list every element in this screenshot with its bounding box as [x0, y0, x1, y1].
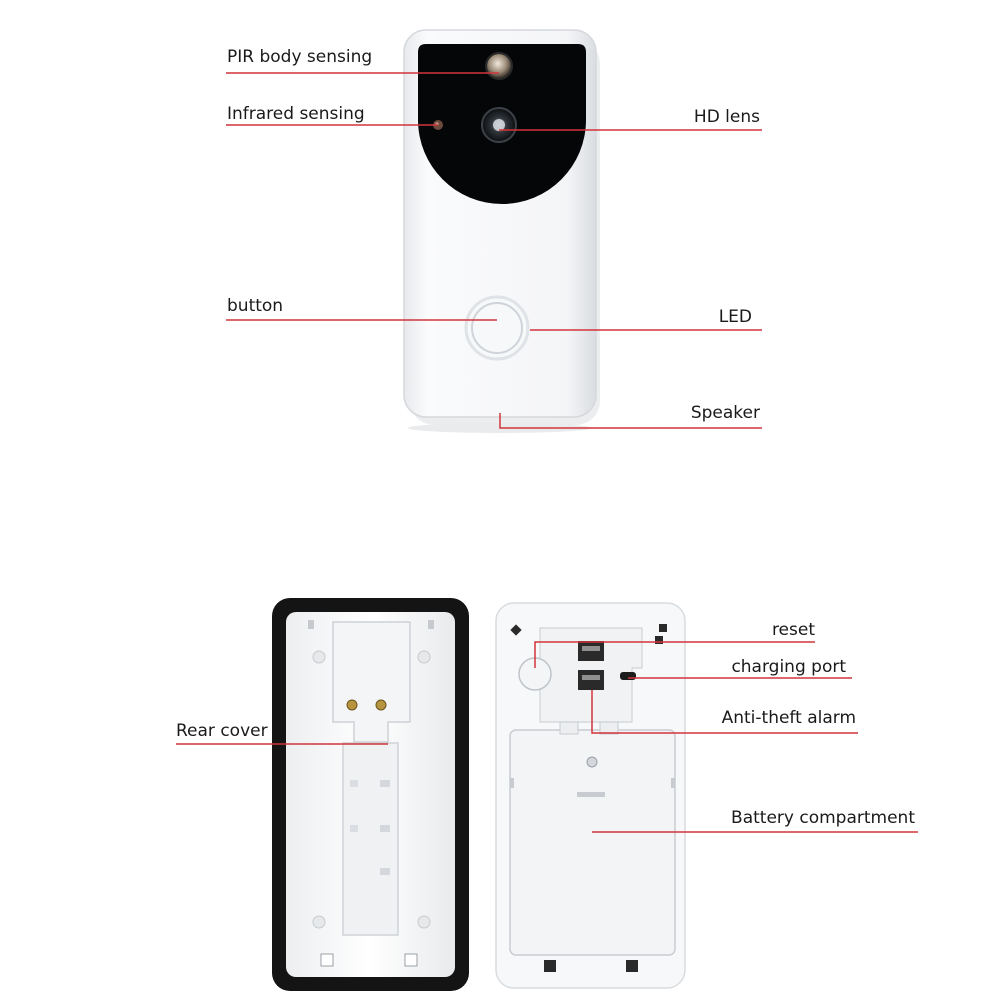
clip-bottom-right	[404, 953, 418, 967]
leader-speaker	[499, 413, 762, 429]
label-hd-lens: HD lens	[693, 107, 760, 127]
switch-top-pins	[582, 646, 600, 651]
label-button: button	[227, 296, 284, 316]
corner-tr	[659, 624, 667, 632]
boss-br	[417, 915, 431, 929]
corner-tl	[510, 624, 522, 636]
boss-tr	[417, 650, 431, 664]
charging-port	[620, 672, 636, 680]
label-led: LED	[718, 307, 752, 327]
pir-sensor-ring	[485, 52, 513, 80]
foot-left	[544, 960, 556, 972]
rear-cover	[272, 598, 469, 991]
label-pir-body-sensing: PIR body sensing	[227, 47, 373, 67]
clip-top-left	[308, 620, 314, 629]
slide-channel	[342, 742, 399, 936]
rib-5	[350, 825, 358, 832]
screw-right	[375, 699, 387, 711]
rib-2	[380, 825, 390, 832]
boss-tl	[312, 650, 326, 664]
rib-1	[380, 780, 390, 787]
leader-reset	[534, 641, 815, 668]
label-anti-theft-alarm: Anti-theft alarm	[721, 708, 856, 728]
side-nub-left	[510, 778, 514, 788]
corner-tr2	[655, 636, 663, 644]
leader-anti-theft	[591, 690, 858, 734]
device-back	[495, 602, 686, 989]
label-infrared-sensing: Infrared sensing	[227, 104, 365, 124]
label-charging-port: charging port	[731, 657, 846, 677]
clip-bottom-left	[320, 953, 334, 967]
rib-3	[380, 868, 390, 875]
hd-lens-core	[493, 119, 505, 131]
label-reset: reset	[771, 620, 815, 640]
label-rear-cover: Rear cover	[176, 721, 268, 741]
tab-left	[559, 721, 579, 735]
screw-left	[346, 699, 358, 711]
foot-right	[626, 960, 638, 972]
boss-bl	[312, 915, 326, 929]
clip-top-right	[428, 620, 434, 629]
latch-hole	[586, 756, 598, 768]
doorbell-button	[464, 295, 530, 361]
open-mark	[577, 792, 605, 797]
anti-theft-switch-pins	[582, 675, 600, 680]
tab-right	[599, 721, 619, 735]
side-nub-right	[671, 778, 675, 788]
label-speaker: Speaker	[690, 403, 760, 423]
mounting-bracket	[332, 621, 411, 743]
rib-4	[350, 780, 358, 787]
led-ring	[471, 302, 523, 354]
pir-sensor-icon	[487, 54, 511, 78]
label-battery-compartment: Battery compartment	[731, 808, 915, 828]
rear-leader-lines	[176, 641, 918, 833]
doorbell-front	[403, 29, 600, 433]
front-leader-lines	[226, 72, 762, 429]
